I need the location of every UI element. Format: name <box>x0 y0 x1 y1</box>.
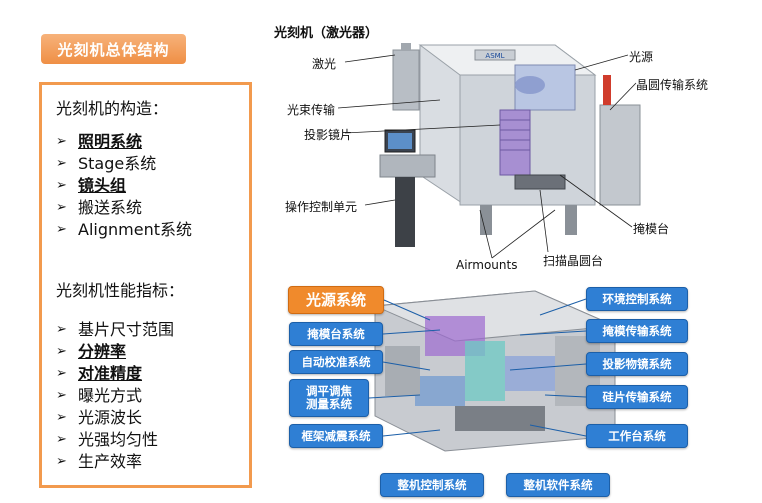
arrow-bullet-icon: ➢ <box>56 366 67 381</box>
section-tag: 光刻机总体结构 <box>41 34 186 64</box>
construction-item: ➢ Alignment系统 <box>56 219 192 241</box>
overview-box: 光刻机的构造： ➢ 照明系统 ➢ Stage系统 ➢ 镜头组 ➢ 搬送系统 ➢ Alignment… <box>39 82 252 488</box>
label-light-source: 光源 <box>629 50 654 64</box>
performance-item-label: 对准精度 <box>78 364 143 383</box>
construction-item-label: 镜头组 <box>78 176 127 195</box>
arrow-bullet-icon: ➢ <box>56 322 67 337</box>
machine-software-system-label: 整机软件系统 <box>506 473 610 497</box>
machine-control-system-label: 整机控制系统 <box>380 473 484 497</box>
label-reticle-stage: 掩模台 <box>633 222 670 236</box>
performance-item-label: 基片尺寸范围 <box>78 320 175 339</box>
performance-item: ➢ 基片尺寸范围 <box>56 319 174 341</box>
label-wafer-transfer: 晶圆传输系统 <box>636 78 709 92</box>
performance-item-label: 光源波长 <box>78 408 143 427</box>
arrow-bullet-icon: ➢ <box>56 432 67 447</box>
leveling-focus-system-label: 调平调焦 测量系统 <box>289 379 369 417</box>
frame-damping-system-label: 框架减震系统 <box>289 424 383 448</box>
reticle-stage-system-label: 掩模台系统 <box>289 322 383 346</box>
performance-item: ➢ 光源波长 <box>56 407 174 429</box>
brand-logo: ASML <box>485 52 504 60</box>
arrow-bullet-icon: ➢ <box>56 388 67 403</box>
construction-item: ➢ Stage系统 <box>56 153 192 175</box>
environment-control-system-label: 环境控制系统 <box>586 287 688 311</box>
auto-calibration-system-label: 自动校准系统 <box>289 350 383 374</box>
performance-item: ➢ 分辨率 <box>56 341 174 363</box>
reticle-transfer-system-label: 掩模传输系统 <box>586 319 688 343</box>
arrow-bullet-icon: ➢ <box>56 200 67 215</box>
construction-item: ➢ 搬送系统 <box>56 197 192 219</box>
performance-item-label: 分辨率 <box>78 342 127 361</box>
label-scan-wafer-stage: 扫描晶圆台 <box>543 254 604 268</box>
performance-item: ➢ 对准精度 <box>56 363 174 385</box>
label-operator-console: 操作控制单元 <box>285 200 358 214</box>
performance-item: ➢ 生产效率 <box>56 451 174 473</box>
lithography-machine-illustration: ASML <box>379 43 641 247</box>
label-projection-lens: 投影镜片 <box>304 128 353 142</box>
performance-item-label: 生产效率 <box>78 452 143 471</box>
arrow-bullet-icon: ➢ <box>56 344 67 359</box>
arrow-bullet-icon: ➢ <box>56 134 67 149</box>
arrow-bullet-icon: ➢ <box>56 454 67 469</box>
label-beam-delivery: 光束传输 <box>287 103 336 117</box>
performance-list: ➢ 基片尺寸范围 ➢ 分辨率 ➢ 对准精度 ➢ 曝光方式 ➢ 光源波长 ➢ 光强均匀性 ➢ 生产效率 <box>56 319 174 473</box>
arrow-bullet-icon: ➢ <box>56 156 67 171</box>
performance-item-label: 曝光方式 <box>78 386 143 405</box>
construction-item-label: 搬送系统 <box>78 198 143 217</box>
arrow-bullet-icon: ➢ <box>56 410 67 425</box>
construction-heading: 光刻机的构造： <box>56 99 169 118</box>
construction-item-label: Alignment系统 <box>78 220 192 239</box>
construction-item-label: Stage系统 <box>78 154 157 173</box>
performance-item-label: 光强均匀性 <box>78 430 159 449</box>
construction-item: ➢ 照明系统 <box>56 131 192 153</box>
label-laser: 激光 <box>312 57 337 71</box>
arrow-bullet-icon: ➢ <box>56 178 67 193</box>
workstage-system-label: 工作台系统 <box>586 424 688 448</box>
light-source-system-label: 光源系统 <box>288 286 384 314</box>
construction-item-label: 照明系统 <box>78 132 143 151</box>
performance-heading: 光刻机性能指标： <box>56 281 185 300</box>
top-diagram-title: 光刻机（激光器） <box>274 26 379 41</box>
wafer-transfer-system-label: 硅片传输系统 <box>586 385 688 409</box>
projection-objective-system-label: 投影物镜系统 <box>586 352 688 376</box>
construction-list: ➢ 照明系统 ➢ Stage系统 ➢ 镜头组 ➢ 搬送系统 ➢ Alignment系统 <box>56 131 192 241</box>
construction-item: ➢ 镜头组 <box>56 175 192 197</box>
arrow-bullet-icon: ➢ <box>56 222 67 237</box>
performance-item: ➢ 曝光方式 <box>56 385 174 407</box>
performance-item: ➢ 光强均匀性 <box>56 429 174 451</box>
label-airmounts: Airmounts <box>456 258 518 272</box>
